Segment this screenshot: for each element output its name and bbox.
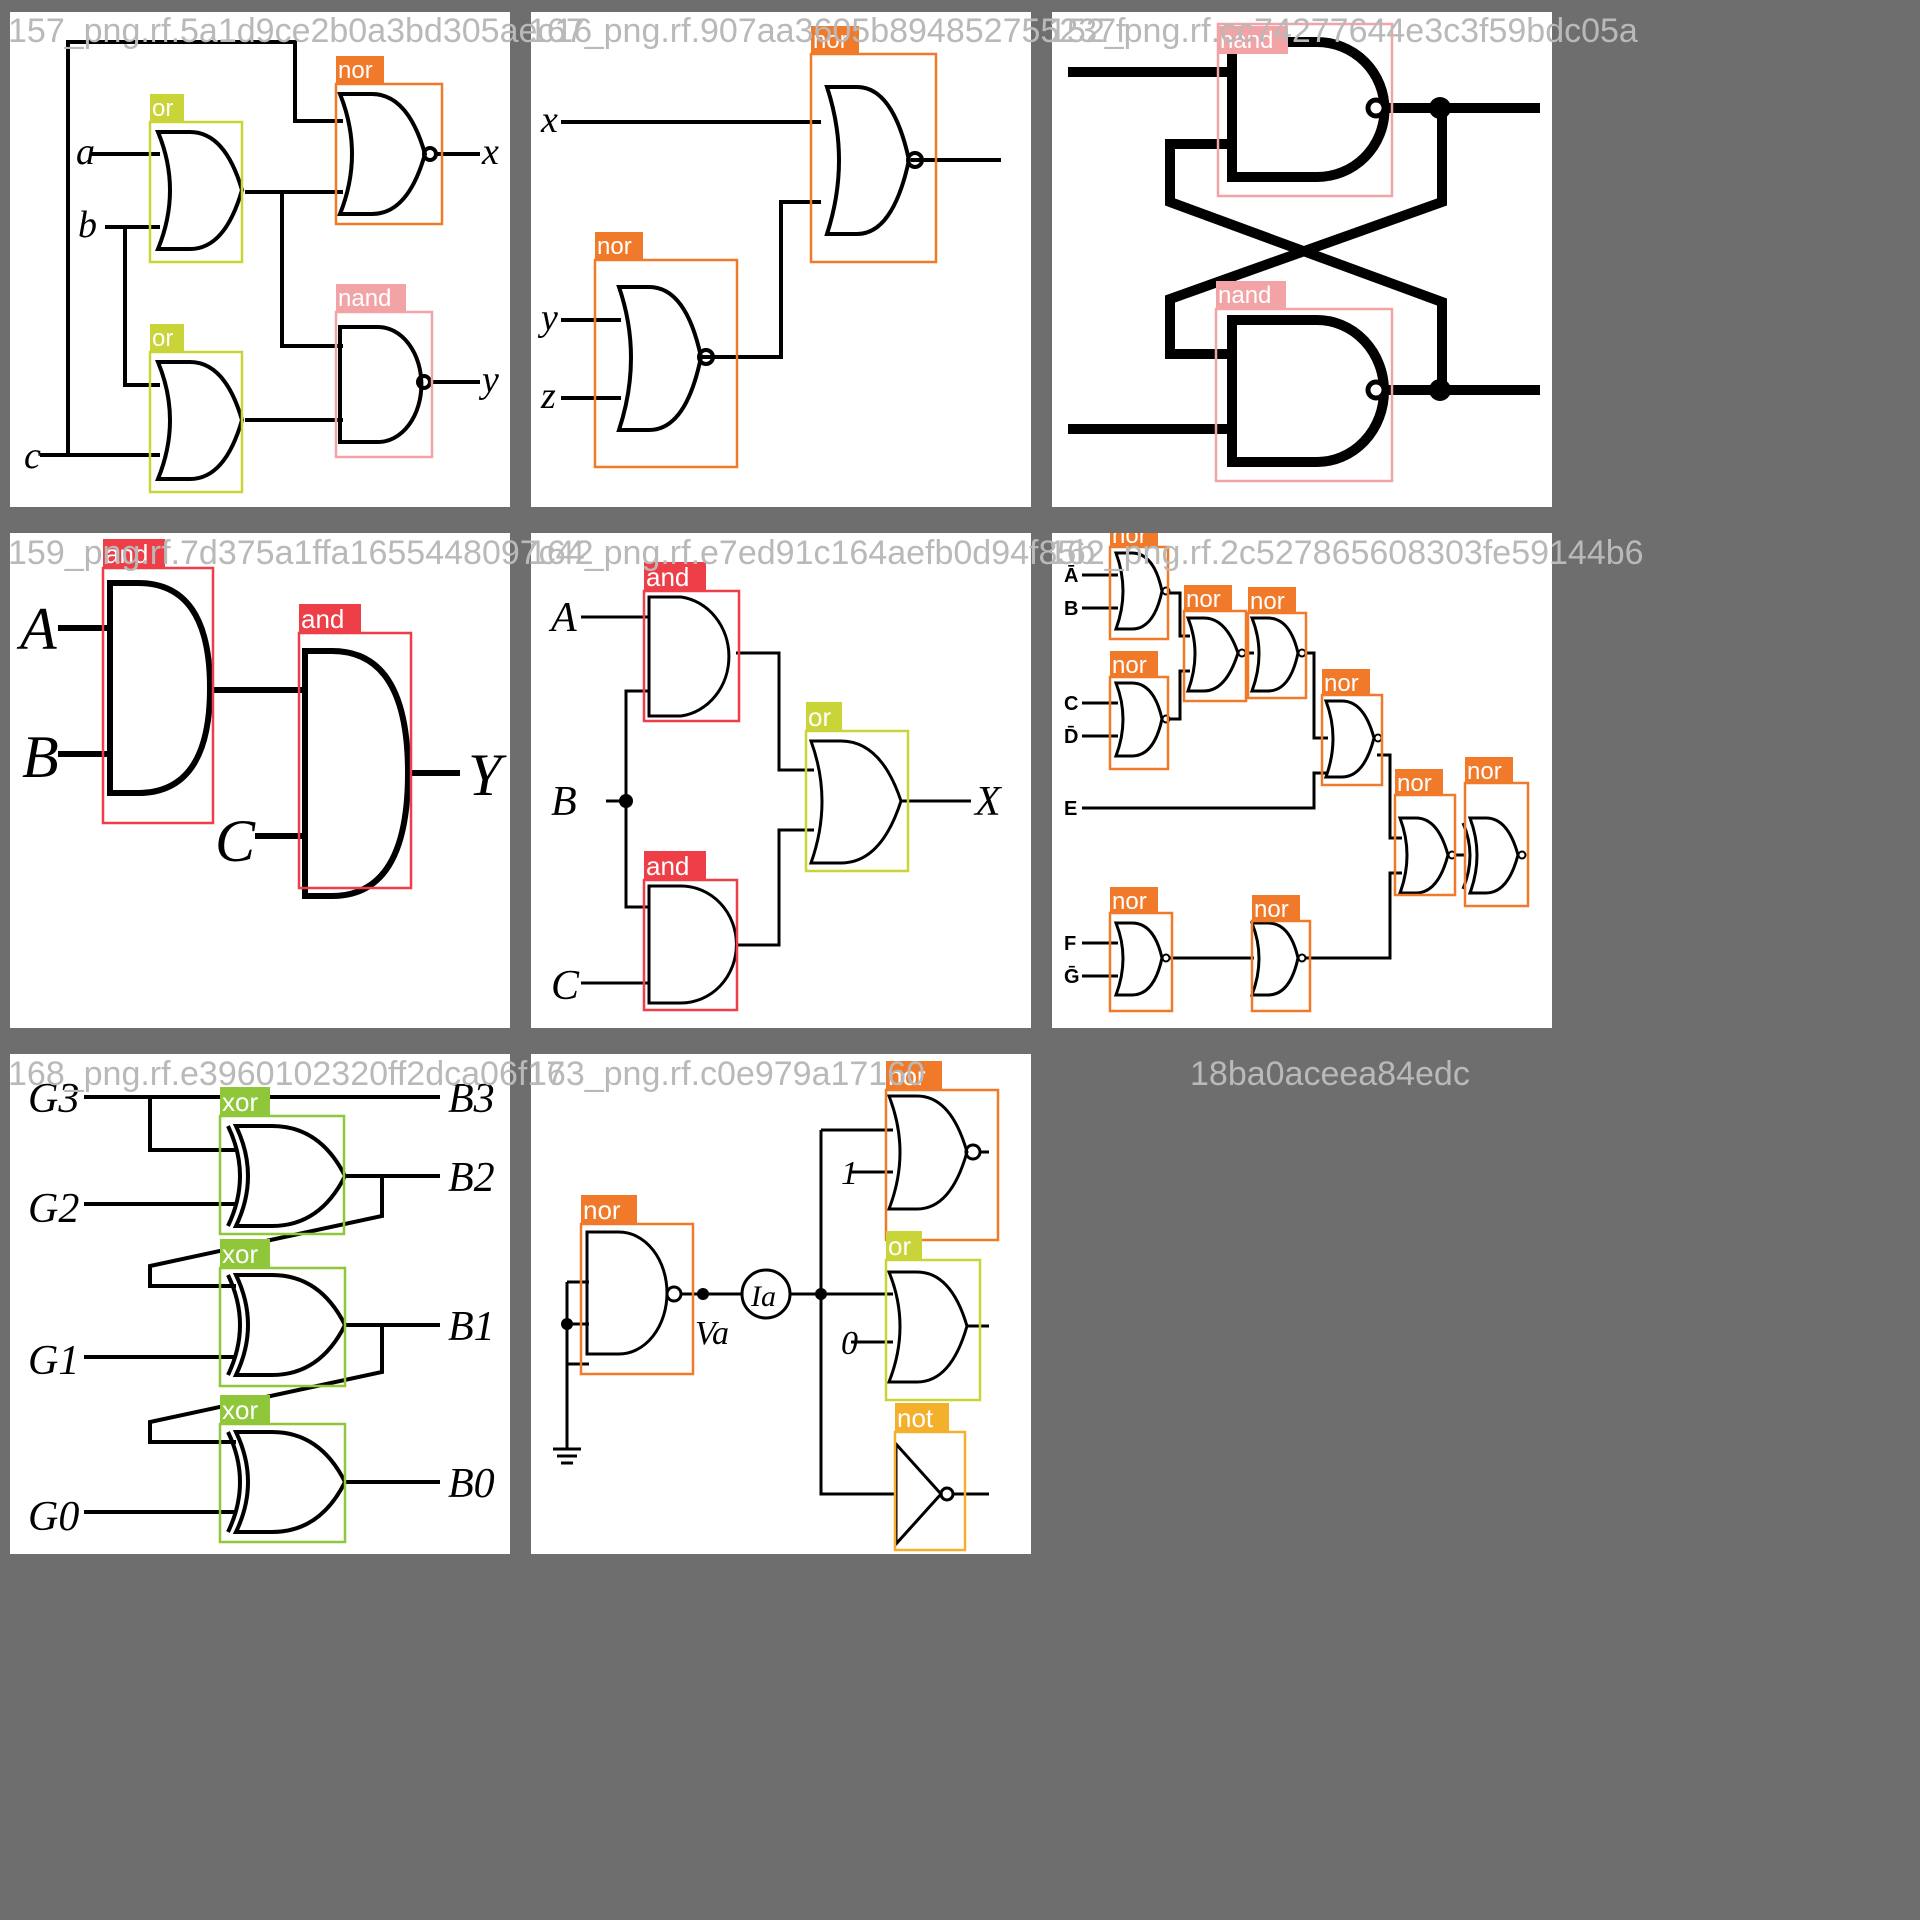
tile-6: nor nor nor nor nor nor nor nor nor Ā B … — [1052, 533, 1552, 1028]
signal-va: Va — [695, 1315, 729, 1352]
signal-y: y — [478, 359, 499, 401]
label-xor: xor — [222, 1239, 258, 1269]
signal-x: x — [481, 131, 499, 173]
label-and: and — [646, 562, 689, 592]
signal-zero: 0 — [841, 1325, 858, 1362]
tile-5: and and or A B C X — [531, 533, 1031, 1028]
label-nor: nor — [597, 233, 632, 260]
signal-g-bar: Ḡ — [1064, 966, 1080, 988]
signal-a-bar: Ā — [1064, 565, 1078, 587]
label-nor: nor — [1112, 888, 1147, 915]
label-nor: nor — [888, 1061, 926, 1091]
label-nor: nor — [1112, 652, 1147, 679]
signal-e: E — [1064, 798, 1077, 820]
label-and: and — [646, 851, 689, 881]
signal-b1: B1 — [448, 1304, 495, 1350]
signal-c: c — [24, 435, 41, 477]
signal-d-bar: D̄ — [1064, 726, 1078, 748]
signal-b: B — [22, 724, 59, 790]
label-nand: nand — [338, 285, 391, 312]
signal-one: 1 — [841, 1155, 858, 1192]
signal-a: A — [16, 596, 57, 662]
label-nand: nand — [1218, 282, 1271, 309]
signal-b3: B3 — [448, 1076, 495, 1122]
label-nor: nor — [338, 57, 373, 84]
signal-c: C — [1064, 693, 1078, 715]
label-nor: nor — [1112, 533, 1147, 549]
signal-y: Y — [468, 742, 507, 808]
label-and: and — [105, 539, 148, 569]
label-or: or — [152, 325, 173, 352]
label-not: not — [897, 1403, 934, 1433]
signal-c: C — [215, 808, 256, 874]
signal-b0: B0 — [448, 1461, 495, 1507]
tile-2: nor nor x y z — [531, 12, 1031, 507]
signal-g1: G1 — [28, 1338, 79, 1384]
signal-b2: B2 — [448, 1155, 495, 1201]
tile-1: or or nor nand a b c x y — [10, 12, 510, 507]
signal-ia: Ia — [750, 1280, 776, 1313]
tile-8: nor nor or not 1 0 Va Ia — [531, 1054, 1031, 1554]
label-nor: nor — [1254, 896, 1289, 923]
label-nor: nor — [1186, 586, 1221, 613]
label-or: or — [888, 1231, 911, 1261]
label-nor: nor — [1467, 758, 1502, 785]
signal-b: B — [1064, 598, 1078, 620]
signal-z: z — [540, 375, 556, 417]
signal-c: C — [551, 963, 580, 1009]
label-nor: nor — [813, 27, 848, 54]
label-nor: nor — [1324, 670, 1359, 697]
label-or: or — [152, 95, 173, 122]
label-or: or — [808, 702, 831, 732]
label-nor: nor — [1250, 588, 1285, 615]
label-xor: xor — [222, 1087, 258, 1117]
signal-a: a — [76, 131, 95, 173]
signal-g2: G2 — [28, 1186, 79, 1232]
label-nand: nand — [1220, 27, 1273, 54]
signal-b: B — [551, 779, 577, 825]
tile-4: and and A B C Y — [10, 533, 510, 1028]
signal-x: x — [540, 99, 558, 141]
signal-y: y — [537, 297, 558, 339]
label-nor: nor — [1397, 770, 1432, 797]
tile-7: xor xor xor G3 G2 G1 G0 B3 B2 B1 B0 — [10, 1054, 510, 1554]
signal-g3: G3 — [28, 1076, 79, 1122]
tile-3: nand nand — [1052, 12, 1552, 507]
signal-g0: G0 — [28, 1494, 79, 1540]
label-nor: nor — [583, 1195, 621, 1225]
filename-163-tail: 18ba0aceea84edc — [1190, 1055, 1470, 1093]
signal-a: A — [548, 595, 577, 641]
label-and: and — [301, 604, 344, 634]
label-xor: xor — [222, 1395, 258, 1425]
signal-b: b — [78, 204, 97, 246]
signal-x: X — [973, 779, 1003, 825]
signal-f: F — [1064, 933, 1076, 955]
